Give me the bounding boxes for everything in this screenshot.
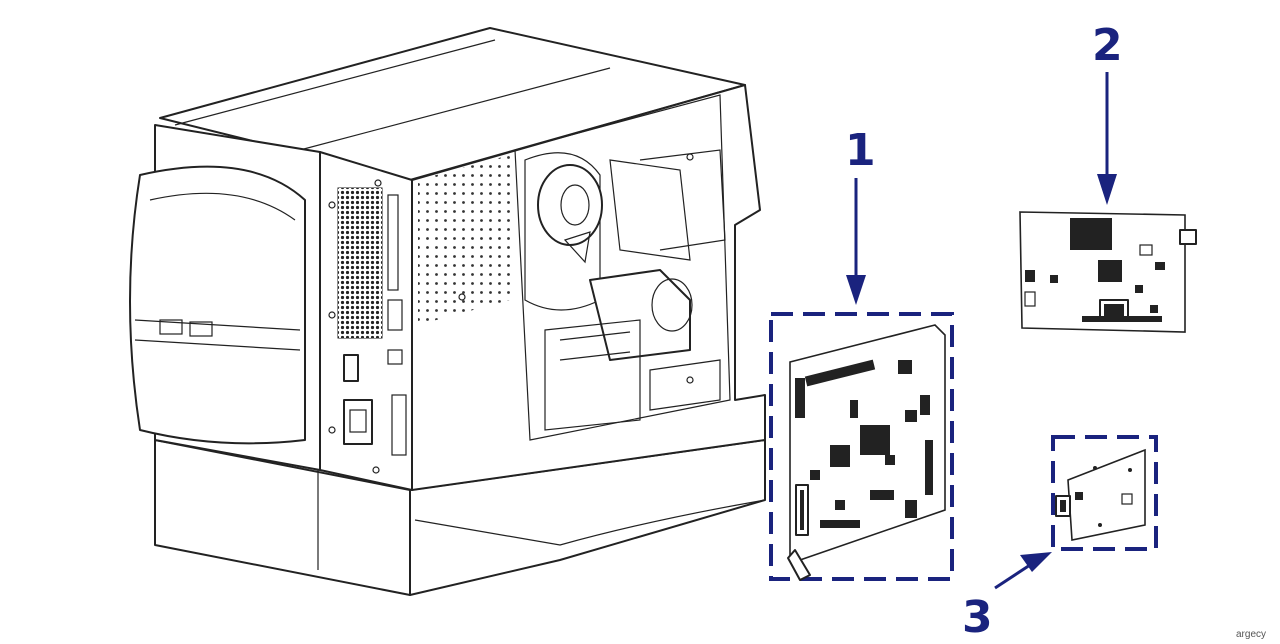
board-3-dashed-outline bbox=[1051, 435, 1158, 551]
callout-3-label: 3 bbox=[962, 592, 993, 643]
printer-illustration bbox=[129, 27, 766, 596]
callout-3-arrow bbox=[994, 563, 1031, 590]
watermark: argecy bbox=[1235, 629, 1266, 640]
callout-2-label: 2 bbox=[1092, 20, 1123, 71]
callout-1-label: 1 bbox=[845, 125, 876, 176]
option-board bbox=[1051, 435, 1158, 551]
callout-3: 3 bbox=[962, 552, 1052, 643]
main-logic-board bbox=[769, 312, 954, 581]
callout-1: 1 bbox=[845, 125, 876, 305]
wireless-board bbox=[1019, 211, 1197, 333]
callout-2: 2 bbox=[1092, 20, 1123, 205]
